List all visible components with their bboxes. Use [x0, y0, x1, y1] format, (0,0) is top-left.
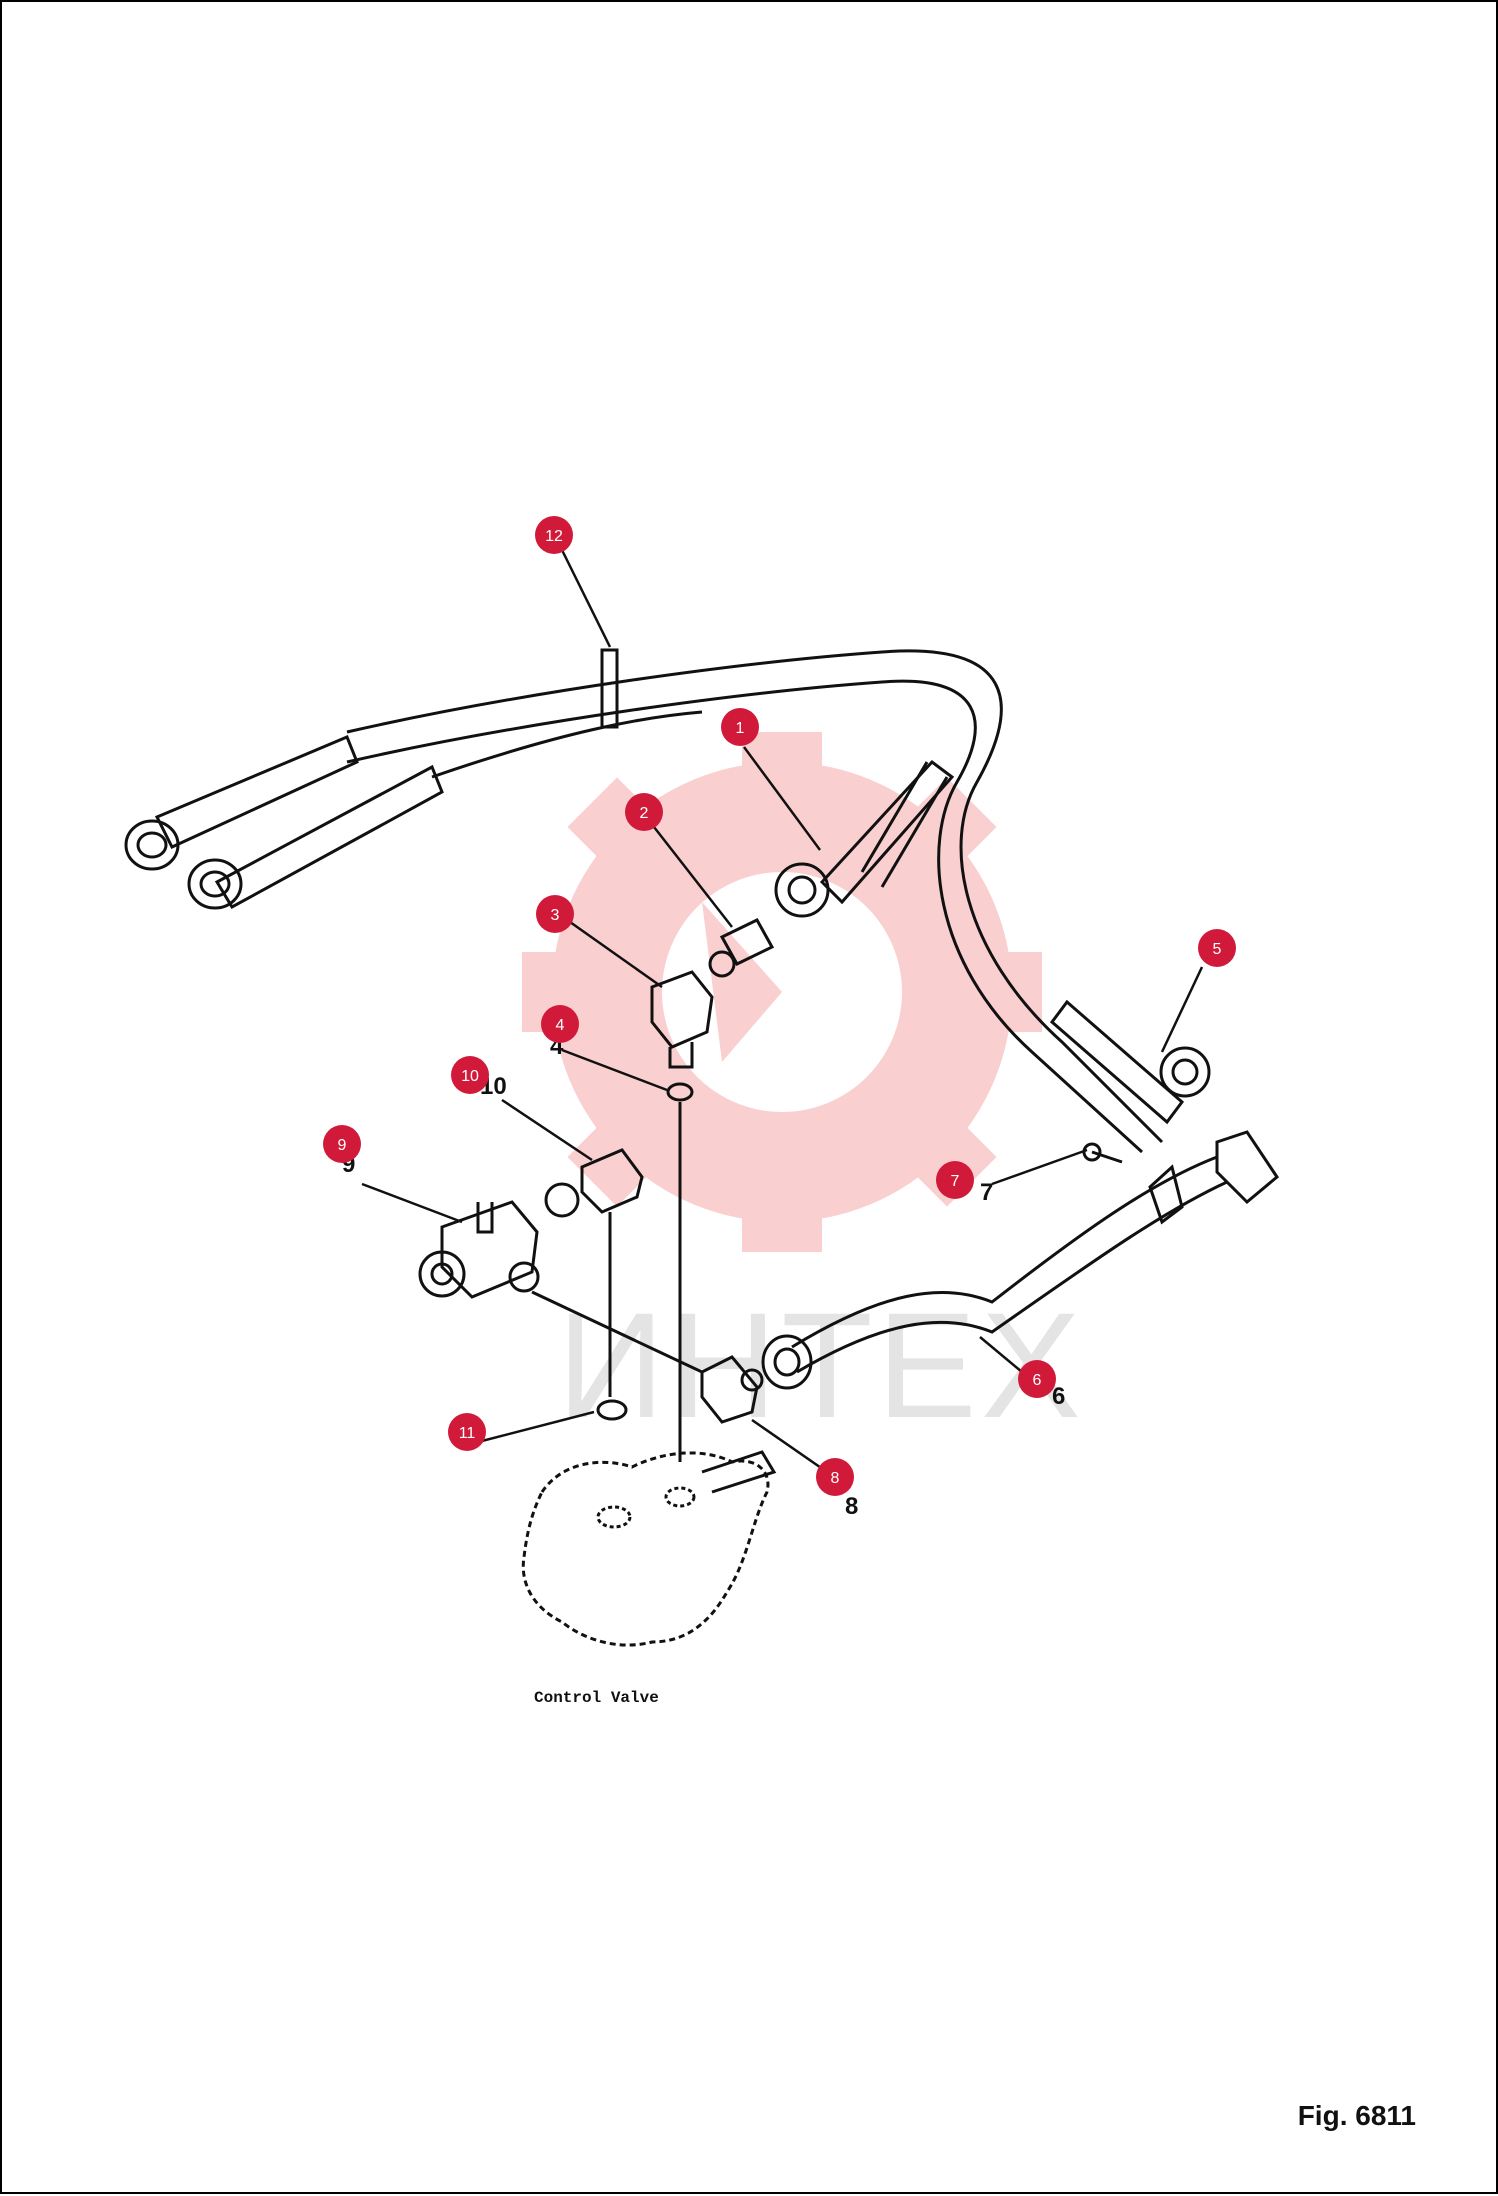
watermark-gear-icon: [522, 732, 1042, 1252]
printed-number-7: 7: [980, 1179, 993, 1206]
control-valve-caption: Control Valve: [534, 1689, 659, 1707]
callout-2[interactable]: 2: [625, 793, 663, 831]
tube-6-nut: [761, 1334, 813, 1390]
svg-text:2: 2: [640, 805, 649, 822]
hose-5-nut: [1159, 1046, 1211, 1098]
hose-1-fitting: [819, 759, 955, 905]
callout-3[interactable]: 3: [536, 895, 574, 933]
tube-6-upper: [791, 1155, 1218, 1349]
callout-7[interactable]: 7: [936, 1161, 974, 1199]
clamp-12: [600, 648, 619, 729]
svg-text:4: 4: [556, 1017, 565, 1034]
svg-text:9: 9: [338, 1137, 347, 1154]
tube-6-end-nut: [1215, 1130, 1279, 1205]
svg-text:8: 8: [831, 1470, 840, 1487]
o-ring-4: [666, 1082, 694, 1102]
callout-10[interactable]: 10: [451, 1056, 489, 1094]
callout-11[interactable]: 11: [448, 1413, 486, 1451]
left-hose-fitting-1: [154, 735, 359, 849]
o-ring-11: [596, 1399, 628, 1421]
svg-text:1: 1: [736, 720, 745, 737]
fitting-10: [580, 1148, 644, 1214]
printed-number-8: 8: [845, 1493, 858, 1520]
tee-connector-line: [531, 1290, 703, 1374]
callout-4[interactable]: 4: [541, 1005, 579, 1043]
svg-text:6: 6: [1033, 1372, 1042, 1389]
printed-number-6: 6: [1052, 1383, 1065, 1410]
leader-lines: [361, 549, 1204, 1474]
tee-9: [440, 1200, 539, 1299]
tee-9-cap: [476, 1202, 494, 1234]
hose-inner-line: [346, 679, 1144, 1154]
callout-1[interactable]: 1: [721, 708, 759, 746]
hose-assembly: [124, 648, 1279, 1647]
callout-9[interactable]: 9: [323, 1125, 361, 1163]
hose-outer-line: [346, 649, 1164, 1144]
svg-text:12: 12: [545, 528, 563, 545]
elbow-8: [700, 1355, 759, 1424]
left-nut-1: [124, 819, 180, 871]
callout-5[interactable]: 5: [1198, 929, 1236, 967]
hose-1-nut: [774, 862, 830, 918]
svg-text:11: 11: [459, 1425, 476, 1442]
svg-text:5: 5: [1213, 941, 1222, 958]
callout-8[interactable]: 8: [816, 1458, 854, 1496]
callout-12[interactable]: 12: [535, 516, 573, 554]
tube-6-lower: [796, 1180, 1228, 1374]
watermark-text: ИНТЕХ: [557, 1281, 1085, 1449]
left-hose-fitting-2: [214, 764, 444, 910]
svg-text:3: 3: [551, 907, 560, 924]
figure-label: Fig. 6811: [1297, 2100, 1416, 2131]
left-nut-2: [187, 858, 243, 910]
control-valve-spool: [701, 1450, 777, 1494]
callout-6[interactable]: 6: [1018, 1360, 1056, 1398]
control-valve-body: [521, 1451, 770, 1647]
svg-text:10: 10: [461, 1068, 479, 1085]
bolt-7: [1091, 1150, 1123, 1164]
svg-text:7: 7: [951, 1173, 960, 1190]
elbow-3: [650, 970, 714, 1049]
hose-5-fitting: [1049, 999, 1185, 1125]
hose-second-line: [431, 710, 703, 779]
callout-bubbles: 1 2 3 4 5 6 7: [323, 516, 1236, 1496]
tube-clamp: [1148, 1164, 1184, 1225]
